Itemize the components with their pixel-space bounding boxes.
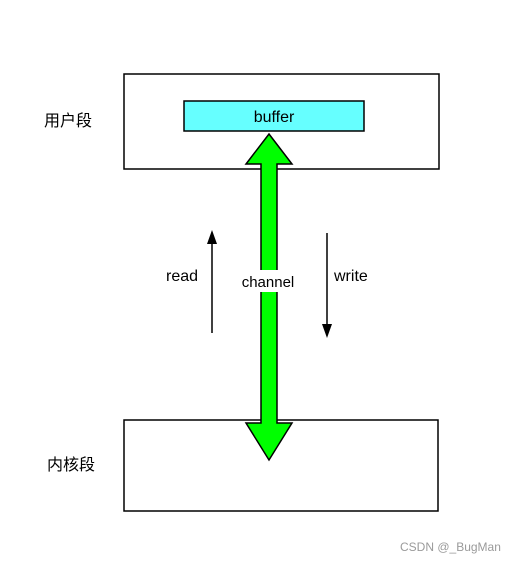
kernel-segment-label: 内核段 <box>47 455 95 474</box>
read-arrow-head <box>207 230 217 244</box>
channel-label: channel <box>242 274 295 291</box>
buffer-box <box>183 100 365 132</box>
watermark: CSDN @_BugMan <box>400 540 501 554</box>
channel-label-bg <box>236 270 300 292</box>
write-label: write <box>333 268 368 285</box>
write-arrow-head <box>322 324 332 338</box>
read-label: read <box>166 268 198 285</box>
user-segment-label: 用户段 <box>44 111 92 130</box>
buffer-label: buffer <box>254 109 295 126</box>
channel-double-arrow <box>244 132 294 462</box>
